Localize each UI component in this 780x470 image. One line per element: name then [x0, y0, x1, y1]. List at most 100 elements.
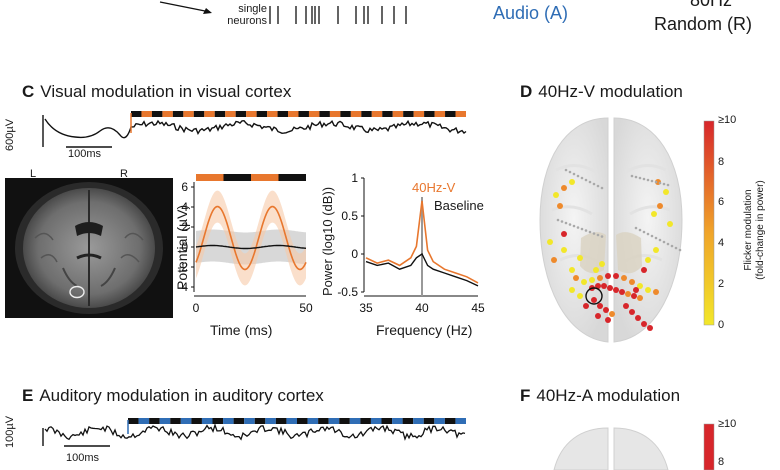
stim-segment-28: [423, 418, 435, 424]
gray-contact-d-8: [662, 182, 666, 186]
electrode-dot-6: [561, 231, 567, 237]
glass-brain-d: [539, 117, 683, 343]
electrode-dot-30: [609, 311, 615, 317]
electrode-dot-8: [581, 279, 587, 285]
electrode-dot-31: [583, 303, 589, 309]
stim-segment-25: [392, 111, 404, 117]
e-scale-t: 100ms: [66, 452, 100, 464]
electrode-dot-52: [569, 267, 575, 273]
stim-segment-22: [360, 418, 371, 424]
gray-contact-a-1: [560, 220, 564, 223]
electrode-dot-32: [577, 293, 583, 299]
gray-contact-b-11: [678, 248, 682, 252]
stim-segment-20: [340, 111, 351, 117]
gray-contact-b-1: [638, 228, 642, 232]
gray-contact-c-3: [576, 174, 580, 178]
colorbar-f: [703, 423, 715, 470]
gray-contact-b-7: [662, 240, 666, 244]
erp-xtick-label-0: 0: [193, 301, 200, 315]
electrode-dot-28: [597, 303, 603, 309]
panel-c-title-text: Visual modulation in visual cortex: [40, 82, 292, 101]
stim-segment-21: [350, 111, 362, 117]
cb-d-tick-2: 6: [718, 196, 725, 208]
hz-label: 80Hz: [690, 0, 733, 10]
stim-segment-26: [403, 111, 414, 117]
gray-contact-d-4: [646, 178, 650, 182]
gray-contact-d-0: [630, 174, 634, 178]
gray-contact-a-9: [592, 232, 596, 235]
stim-segment-11: [244, 418, 255, 424]
gray-contact-a-7: [584, 229, 588, 232]
stim-segment-4: [170, 418, 181, 424]
colorbar-d: [703, 120, 715, 326]
psd-xtick-label-2: 45: [471, 301, 485, 315]
cb-f-tick-1: 8: [718, 456, 725, 468]
gray-contact-c-9: [600, 186, 604, 190]
stim-segment-31: [455, 111, 466, 117]
psd-legend-base: Baseline: [434, 198, 484, 213]
stim-segment-19: [328, 418, 340, 424]
electrode-dot-34: [623, 303, 629, 309]
cb-d-label: Flicker modulation (fold-change in power…: [743, 130, 767, 330]
stim-segment-8: [212, 418, 224, 424]
stim-segment-4: [172, 111, 184, 117]
stim-segment-0: [128, 418, 139, 424]
single-neurons-label: single neurons: [222, 3, 267, 27]
erp-ytick-label-0: 6: [181, 180, 188, 194]
e-scale-v: 100µV: [4, 415, 16, 448]
electrode-dot-3: [557, 203, 563, 209]
electrode-dot-39: [633, 287, 639, 293]
psd-xlabel: Frequency (Hz): [376, 322, 473, 338]
panel-c-trace: [42, 111, 467, 148]
electrode-dot-46: [663, 189, 669, 195]
erp-xlabel: Time (ms): [210, 322, 273, 338]
stim-segment-30: [445, 111, 456, 117]
cb-d-tick-1: 8: [718, 156, 725, 168]
stim-segment-0: [131, 111, 142, 117]
stim-segment-27: [413, 418, 424, 424]
stim-segment-16: [298, 111, 309, 117]
electrode-dot-11: [605, 273, 611, 279]
stim-segment-23: [371, 111, 383, 117]
psd-ytick-label-0: 1: [351, 171, 358, 185]
electrode-dot-42: [653, 247, 659, 253]
gray-contact-b-9: [670, 244, 674, 248]
psd-ytick-label-2: 0: [351, 247, 358, 261]
glass-brain-f: [553, 427, 669, 470]
stim-segment-22: [361, 111, 372, 117]
stim-segment-2: [149, 418, 160, 424]
electrode-dot-51: [561, 247, 567, 253]
stim-segment-13: [267, 111, 278, 117]
mri-left-label: L: [30, 168, 37, 180]
psd-xtick-label-0: 35: [359, 301, 373, 315]
electrode-dot-43: [657, 203, 663, 209]
gray-contact-b-2: [642, 230, 646, 234]
stim-segment-9: [225, 111, 236, 117]
stim-segment-28: [424, 111, 435, 117]
stim-segment-7: [201, 418, 213, 424]
stim-segment-18: [318, 418, 329, 424]
gray-contact-a-11: [600, 235, 604, 238]
electrode-dot-54: [595, 313, 601, 319]
electrode-dot-33: [569, 287, 575, 293]
electrode-dot-19: [595, 283, 601, 289]
erp-stim-3: [278, 174, 306, 181]
gray-contact-d-2: [638, 176, 642, 180]
erp-ytick-label-4: -2: [177, 260, 188, 274]
psd-xtick-label-1: 40: [415, 301, 429, 315]
single-label: single: [238, 3, 267, 15]
stim-segment-12: [254, 418, 266, 424]
electrode-dot-25: [631, 293, 637, 299]
stim-segment-30: [444, 418, 456, 424]
gray-contact-b-10: [674, 246, 678, 250]
gray-contact-d-6: [654, 180, 658, 184]
stim-segment-8: [214, 111, 226, 117]
stim-segment-12: [256, 111, 268, 117]
electrode-dot-24: [625, 291, 631, 297]
stim-segment-13: [265, 418, 276, 424]
stim-segment-3: [162, 111, 173, 117]
electrode-dot-17: [653, 289, 659, 295]
panel-d-title-text: 40Hz-V modulation: [538, 82, 683, 101]
